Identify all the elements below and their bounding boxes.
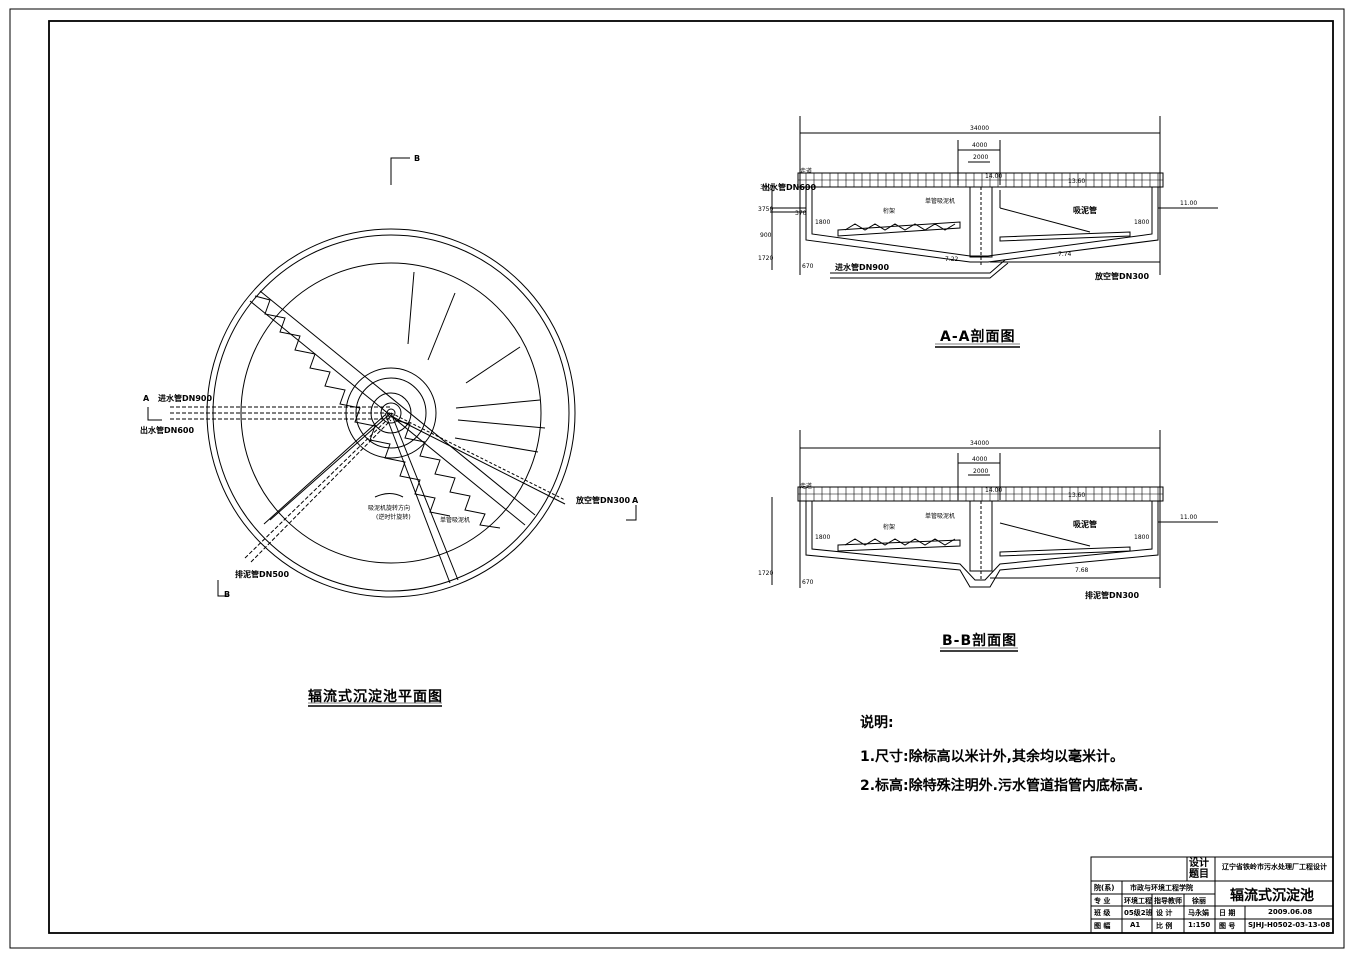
bb-d-670: 670 [802, 579, 814, 586]
bb-d-1800: 1800 [815, 534, 831, 541]
aa-outlet: 出水管DN600 [762, 183, 817, 192]
tb-date-label: 日 期 [1219, 909, 1236, 917]
plan-mark-b: B [414, 154, 421, 163]
bb-scraper: 单管吸泥机 [925, 513, 956, 520]
aa-dim-4000: 4000 [972, 142, 988, 149]
bb-el-top: 14.00 [985, 487, 1003, 494]
plan-inlet-label: 进水管DN900 [158, 394, 213, 403]
tb-size: A1 [1130, 921, 1141, 929]
plan-scraper-label: 单管吸泥机 [440, 517, 471, 524]
plan-rotation-label: 吸泥机旋转方向 [368, 505, 411, 512]
tb-major-label: 专 业 [1094, 897, 1111, 905]
aa-title: A-A剖面图 [940, 329, 1016, 345]
title-block-frame [1090, 856, 1334, 934]
tb-advisor: 徐丽 [1192, 897, 1206, 905]
aa-drain: 放空管DN300 [1095, 272, 1150, 281]
bb-el-ground: 11.00 [1180, 514, 1198, 521]
aa-d-1800b: 1800 [1134, 219, 1150, 226]
aa-el-top2: 13.60 [1068, 178, 1086, 185]
bb-dim-4000: 4000 [972, 456, 988, 463]
tb-class: 05级2班 [1124, 909, 1153, 917]
notes-line-2: 2.标高:除特殊注明外.污水管道指管内底标高. [860, 778, 1144, 794]
aa-inlet: 进水管DN900 [835, 263, 890, 272]
tb-scale-label: 比 例 [1156, 922, 1173, 930]
tb-date: 2009.06.08 [1268, 908, 1313, 916]
tb-drawing-no: SJHJ-H0502-03-13-08 [1248, 921, 1331, 929]
aa-d-300: 300 [760, 184, 772, 191]
aa-dim-2000: 2000 [973, 154, 989, 161]
tb-advisor-label: 指导教师 [1154, 897, 1182, 905]
plan-mark-b-bottom: B [224, 590, 231, 599]
bb-el-top2: 13.60 [1068, 492, 1086, 499]
tb-dept-label: 院(系) [1094, 884, 1115, 892]
tb-dept: 市政与环境工程学院 [1130, 884, 1193, 892]
aa-d-1720: 1720 [758, 255, 774, 262]
bb-title: B-B剖面图 [942, 633, 1018, 649]
tb-scale: 1:150 [1188, 921, 1211, 929]
aa-d-670: 670 [802, 263, 814, 270]
aa-d-900: 900 [760, 232, 772, 239]
aa-dim-total: 34000 [970, 125, 990, 132]
plan-mark-a-left: A [143, 394, 150, 403]
section-aa [770, 116, 1218, 348]
plan-rotation-sub: (逆时针旋转) [376, 514, 411, 521]
bb-dim-total: 34000 [970, 440, 990, 447]
tb-class-label: 班 级 [1094, 909, 1111, 917]
aa-d-3750: 3750 [758, 206, 774, 213]
plan-title: 辐流式沉淀池平面图 [308, 689, 443, 705]
tb-designer: 马永娟 [1188, 909, 1209, 917]
aa-el-ground: 11.00 [1180, 200, 1198, 207]
bb-d-1720: 1720 [758, 570, 774, 577]
bb-walkway: 走道 [800, 483, 813, 490]
plan-view [147, 157, 637, 598]
inner-border [48, 20, 1334, 934]
tb-design-title-label: 设计题目 [1189, 858, 1209, 880]
aa-suction: 吸泥管 [1073, 206, 1097, 215]
bb-sludge: 排泥管DN300 [1085, 591, 1140, 600]
aa-truss: 桁架 [883, 208, 896, 215]
aa-d-370: 370 [795, 210, 807, 217]
aa-el-low1: 7.22 [945, 256, 959, 263]
bb-truss: 桁架 [883, 524, 896, 531]
tb-major: 环境工程 [1124, 897, 1152, 905]
aa-walkway: 走道 [800, 168, 813, 175]
bb-el-low: 7.68 [1075, 567, 1089, 574]
plan-sludge-label: 排泥管DN500 [235, 570, 290, 579]
bb-d-1800b: 1800 [1134, 534, 1150, 541]
plan-mark-a-right: A [632, 496, 639, 505]
tb-drawing-name: 辐流式沉淀池 [1230, 888, 1314, 904]
aa-scraper: 单管吸泥机 [925, 198, 956, 205]
tb-size-label: 图 幅 [1094, 922, 1111, 930]
tb-designer-label: 设 计 [1156, 909, 1173, 917]
notes-line-1: 1.尺寸:除标高以米计外,其余均以毫米计。 [860, 749, 1124, 765]
section-bb [771, 430, 1218, 652]
bb-dim-2000: 2000 [973, 468, 989, 475]
aa-el-top: 14.00 [985, 173, 1003, 180]
aa-el-low2: 7.74 [1058, 251, 1072, 258]
aa-d-1800: 1800 [815, 219, 831, 226]
outer-border [9, 8, 1345, 949]
tb-project: 辽宁省铁岭市污水处理厂工程设计 [1222, 863, 1327, 871]
bb-suction: 吸泥管 [1073, 520, 1097, 529]
plan-drain-label: 放空管DN300 [576, 496, 631, 505]
tb-drawing-no-label: 图 号 [1219, 922, 1236, 930]
plan-outlet-label: 出水管DN600 [140, 426, 195, 435]
notes-heading: 说明: [860, 715, 894, 731]
